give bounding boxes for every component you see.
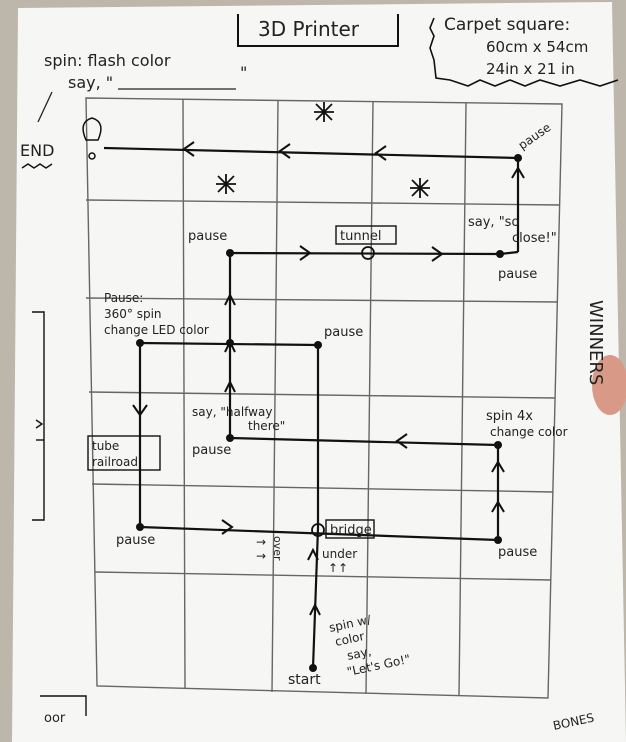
label-halfway-1: say, "halfway — [192, 405, 272, 419]
side-text: WINNERS — [585, 300, 606, 385]
label-bridge: bridge — [330, 523, 372, 538]
label-pause-spin-2: 360° spin — [104, 307, 162, 321]
note-say: say, " — [68, 73, 113, 92]
label-tube-1: tube — [92, 439, 119, 453]
note-say-end: " — [240, 63, 247, 82]
label-pause-spin-3: change LED color — [104, 323, 209, 337]
label-over: over — [271, 536, 284, 561]
carpet-line-1: Carpet square: — [444, 15, 570, 35]
label-so-close-1: say, "so — [468, 215, 519, 230]
label-pause-spin-1: Pause: — [104, 291, 143, 305]
carpet-line-2: 60cm x 54cm — [486, 38, 588, 56]
label-tunnel: tunnel — [340, 229, 381, 244]
under-arrows-icon: ↑↑ — [328, 561, 348, 575]
label-pause-right-mid: pause — [498, 267, 537, 282]
over-arrow-1-icon: → — [256, 535, 266, 549]
label-pause-left-top: pause — [188, 229, 227, 244]
end-label: END — [20, 141, 54, 160]
label-under: under — [322, 547, 357, 561]
label-tube-2: railroad — [92, 455, 138, 469]
label-halfway-2: there" — [248, 419, 285, 433]
bottom-left-text: oor — [44, 711, 66, 726]
carpet-line-3: 24in x 21 in — [486, 60, 575, 78]
label-pause-tube: pause — [192, 443, 231, 458]
label-so-close-2: close!" — [512, 231, 557, 246]
label-pause-bottom-left: pause — [116, 533, 155, 548]
label-pause-center: pause — [324, 325, 363, 340]
note-spin-flash: spin: flash color — [44, 51, 171, 70]
over-arrow-2-icon: → — [256, 549, 266, 563]
page-title: 3D Printer — [258, 17, 360, 41]
label-spin4x-2: change color — [490, 425, 568, 439]
label-spin4x-1: spin 4x — [486, 409, 533, 424]
label-start: start — [288, 672, 321, 688]
label-pause-bottom-right: pause — [498, 545, 537, 560]
